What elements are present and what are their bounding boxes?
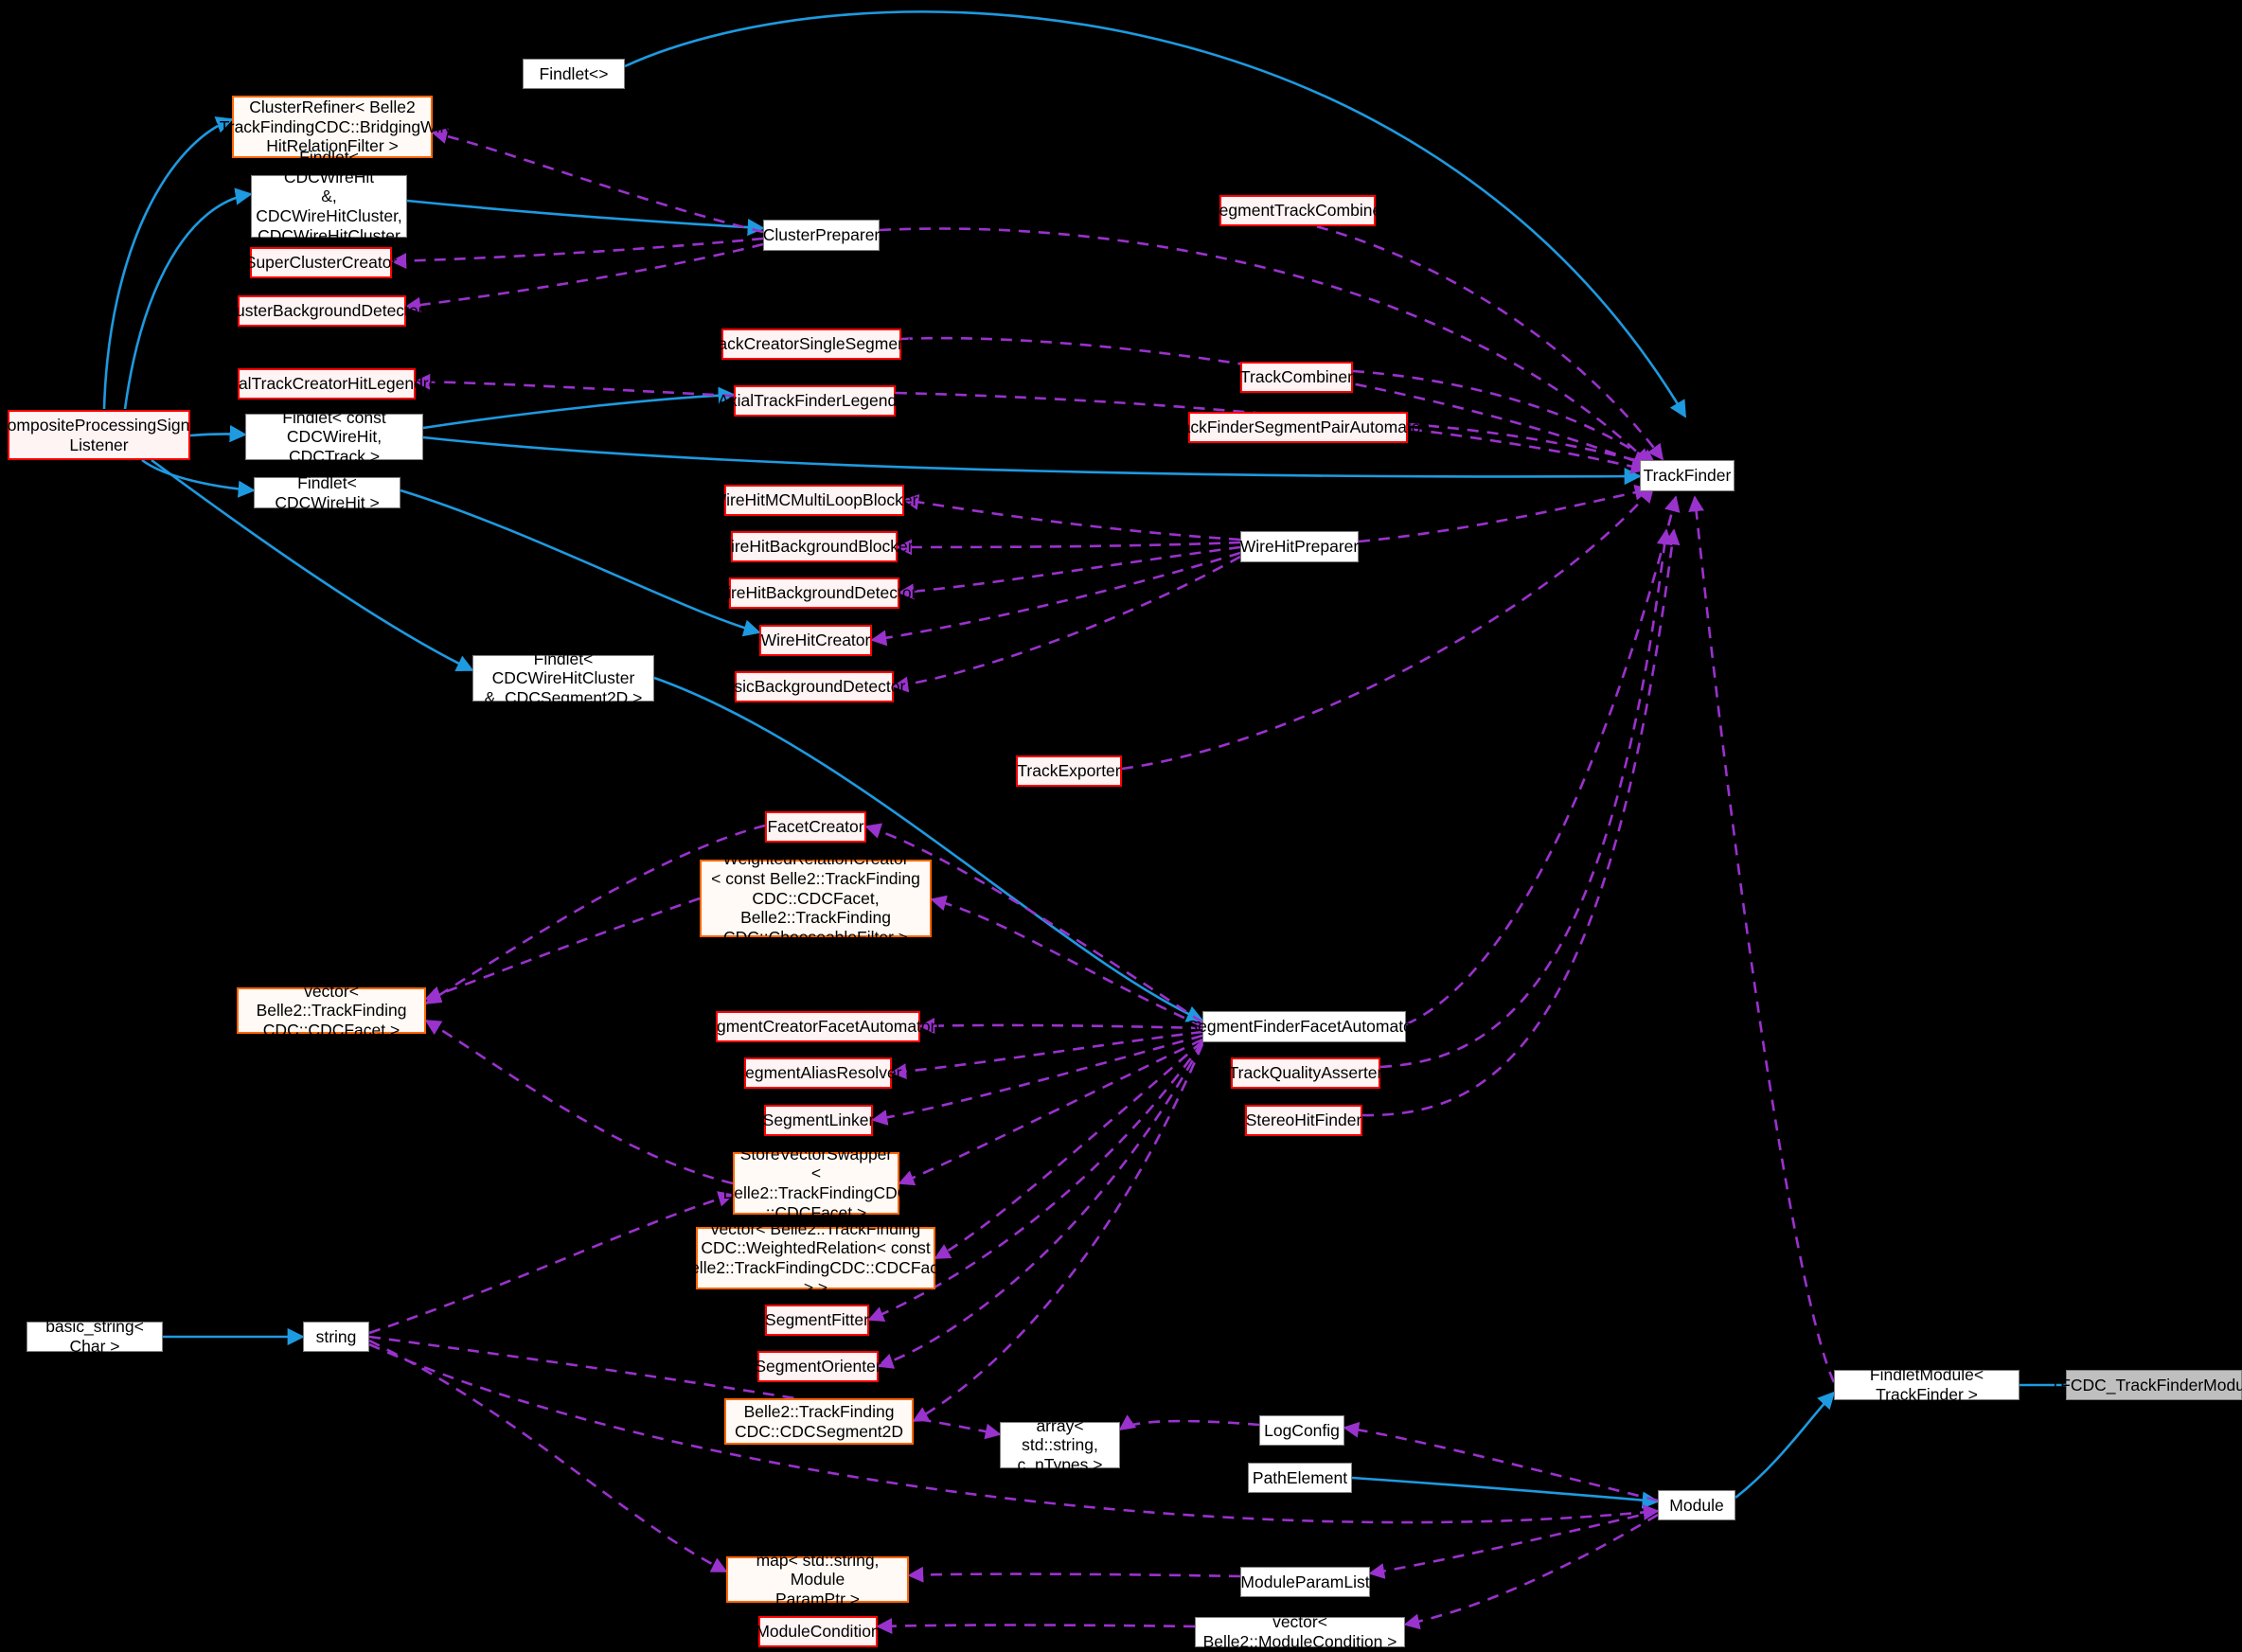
graph-node-axial_track_creator[interactable]: AxialTrackCreatorHitLegendre: [216, 368, 437, 400]
graph-node-module_param_list[interactable]: ModuleParamList: [1240, 1567, 1370, 1597]
graph-node-segment_track_combiner[interactable]: SegmentTrackCombiner: [1208, 195, 1387, 226]
graph-node-stereo_hit_finder[interactable]: StereoHitFinder: [1245, 1105, 1362, 1136]
graph-node-wirehit_creator[interactable]: WireHitCreator: [759, 625, 872, 656]
graph-node-seg_finder_facet_auto[interactable]: SegmentFinderFacetAutomaton: [1186, 1011, 1422, 1042]
graph-node-axial_finder_legendre[interactable]: AxialTrackFinderLegendre: [718, 385, 912, 417]
graph-node-segment_linker[interactable]: SegmentLinker: [763, 1105, 874, 1136]
graph-node-store_vector_swapper[interactable]: StoreVectorSwapper < Belle2::TrackFindin…: [722, 1144, 910, 1222]
graph-node-wirehit_bg_detector[interactable]: WireHitBackgroundDetector: [712, 577, 916, 609]
graph-node-asic_bg_detector[interactable]: AsicBackgroundDetector: [723, 671, 905, 702]
graph-node-cluster_bg_detector[interactable]: ClusterBackgroundDetector: [221, 295, 423, 327]
graph-node-weighted_rel_creator[interactable]: WeightedRelationCreator < const Belle2::…: [700, 849, 932, 947]
graph-node-track_creator_single[interactable]: TrackCreatorSingleSegments: [703, 329, 919, 360]
graph-node-array_string_ntypes[interactable]: array< std::string, c_nTypes >: [1000, 1416, 1120, 1474]
graph-node-wirehit_preparer[interactable]: WireHitPreparer: [1240, 531, 1359, 562]
graph-node-tf_seg_pair_automaton[interactable]: TrackFinderSegmentPairAutomaton: [1166, 412, 1430, 443]
graph-node-cluster_refiner[interactable]: ClusterRefiner< Belle2 ::TrackFindingCDC…: [210, 96, 454, 158]
graph-node-map_moduleparamptr[interactable]: map< std::string, Module ParamPtr >: [726, 1551, 909, 1608]
graph-node-wirehit_mcmultiloop[interactable]: WireHitMCMultiLoopBlocker: [711, 485, 917, 516]
graph-node-track_finder[interactable]: TrackFinder: [1640, 460, 1735, 491]
graph-node-vector_cdcsegment2d[interactable]: vector< Belle2::TrackFinding CDC::CDCSeg…: [724, 1382, 914, 1460]
graph-node-composite_listener[interactable]: CompositeProcessingSignal Listener: [0, 410, 203, 460]
graph-node-vector_module_condition[interactable]: vector< Belle2::ModuleCondition >: [1195, 1612, 1405, 1651]
graph-node-string[interactable]: string: [303, 1322, 369, 1352]
graph-node-basic_string_char[interactable]: basic_string< Char >: [27, 1317, 163, 1356]
graph-node-findlet_wirehit[interactable]: Findlet< CDCWireHit >: [254, 473, 400, 512]
graph-node-module[interactable]: Module: [1658, 1490, 1735, 1520]
graph-node-findlet_wirehit_cluster[interactable]: Findlet< CDCWireHit &, CDCWireHitCluster…: [251, 148, 407, 264]
graph-node-findlet_const_wirehit[interactable]: Findlet< const CDCWireHit, CDCTrack >: [245, 408, 423, 466]
graph-node-track_quality_asserter[interactable]: TrackQualityAsserter: [1229, 1057, 1382, 1089]
graph-node-vector_weighted_rel[interactable]: vector< Belle2::TrackFinding CDC::Weight…: [679, 1218, 952, 1297]
graph-node-tfcdc_trackfinder_mod[interactable]: TFCDC_TrackFinderModule: [2050, 1370, 2242, 1400]
graph-node-segment_orienter[interactable]: SegmentOrienter: [755, 1351, 881, 1382]
graph-node-wirehit_bg_blocker[interactable]: WireHitBackgroundBlocker: [715, 531, 914, 562]
graph-node-track_combiner[interactable]: TrackCombiner: [1240, 362, 1353, 393]
graph-node-seg_creator_facet_auto[interactable]: SegmentCreatorFacetAutomaton: [697, 1011, 939, 1042]
graph-node-path_element[interactable]: PathElement: [1248, 1463, 1352, 1493]
graph-node-facet_creator[interactable]: FacetCreator: [765, 811, 866, 843]
graph-node-track_exporter[interactable]: TrackExporter: [1016, 755, 1122, 787]
graph-node-module_condition[interactable]: ModuleCondition: [756, 1616, 881, 1647]
graph-node-vector_cdcfacet[interactable]: vector< Belle2::TrackFinding CDC::CDCFac…: [237, 982, 426, 1039]
graph-node-findlet_cluster_seg2d[interactable]: Findlet< CDCWireHitCluster &, CDCSegment…: [472, 649, 654, 707]
graph-node-segment_alias_resolver[interactable]: SegmentAliasResolver: [734, 1057, 902, 1089]
graph-node-super_cluster_creator[interactable]: SuperClusterCreator: [245, 247, 397, 278]
graph-node-findlet_generic[interactable]: Findlet<>: [523, 59, 625, 89]
graph-node-cluster_preparer[interactable]: ClusterPreparer: [763, 220, 880, 251]
graph-node-segment_fitter[interactable]: SegmentFitter: [765, 1305, 869, 1336]
graph-node-findlet_module_tf[interactable]: FindletModule< TrackFinder >: [1834, 1365, 2020, 1404]
usage-edges: [368, 128, 1836, 1635]
graph-node-log_config[interactable]: LogConfig: [1259, 1415, 1344, 1446]
